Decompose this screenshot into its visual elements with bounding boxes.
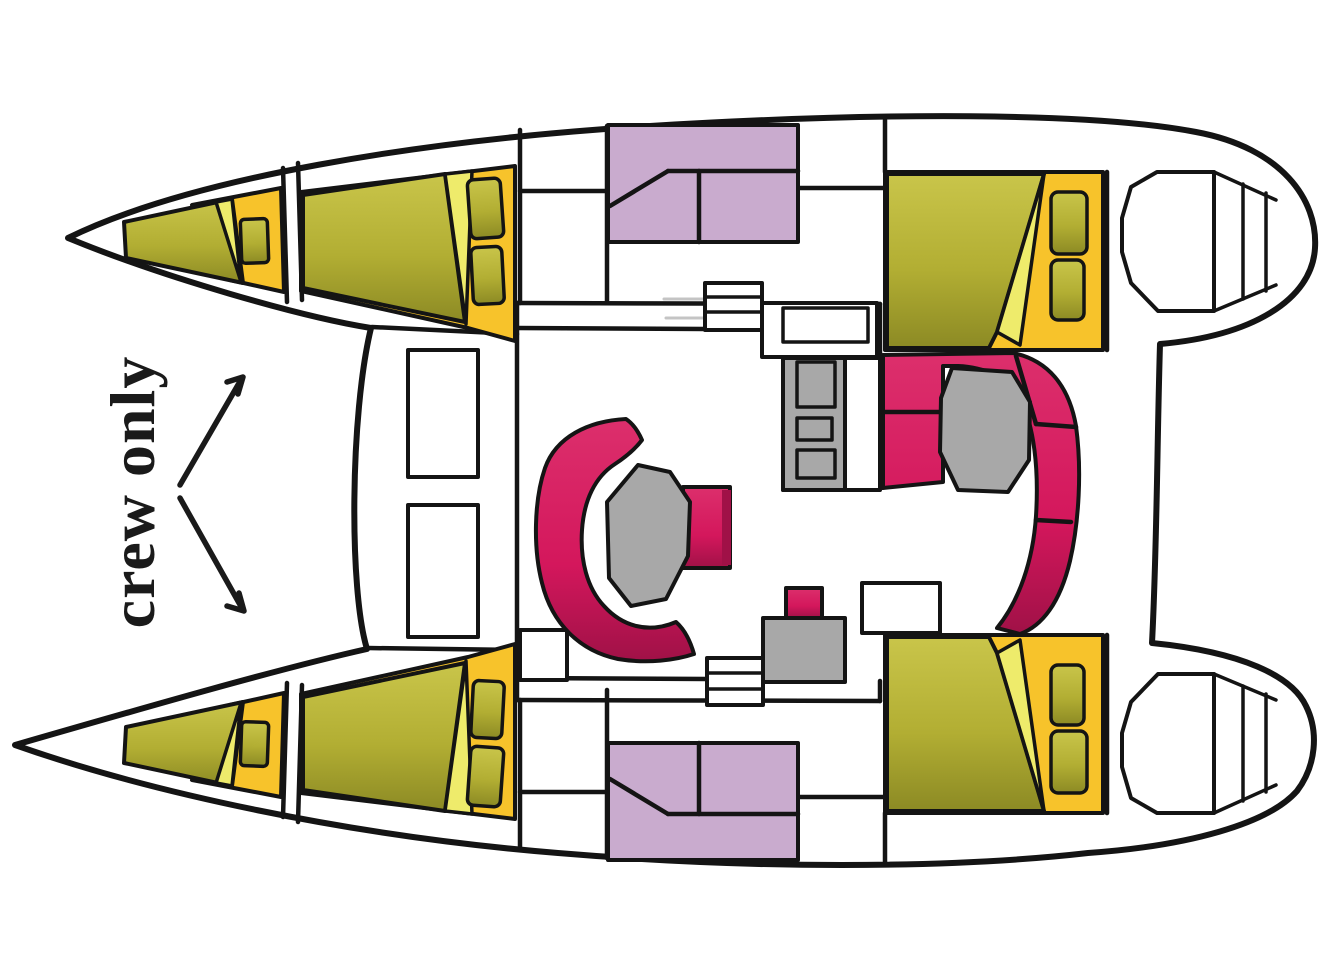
saloon-lounge: [533, 417, 732, 664]
galley-stove: [795, 416, 834, 442]
bow-bulkhead: [280, 165, 290, 305]
foredeck-hatch-lower: [406, 503, 480, 639]
pillow: [1049, 729, 1089, 795]
pillow: [469, 244, 506, 307]
pillow: [465, 744, 506, 809]
crew-only-annotation: crew only: [97, 356, 247, 629]
aft-cabin-lower: [883, 633, 1105, 815]
forward-cabin-upper: [299, 164, 517, 343]
ottoman-shade: [722, 490, 731, 565]
crew-only-label: crew only: [97, 356, 168, 629]
arrowhead-icon: [224, 374, 246, 397]
berth-divider: [607, 168, 671, 209]
dinette-table: [938, 366, 1032, 494]
crew-bed-mattress: [122, 700, 245, 788]
galley-locker: [795, 448, 837, 480]
mid-berth-upper-mattress: [606, 123, 800, 244]
storage-box: [518, 628, 569, 682]
mid-berth-lower: [606, 740, 801, 862]
pillow: [465, 176, 506, 241]
foredeck-hatch-upper: [406, 348, 480, 479]
crew-cabin-lower: [122, 691, 286, 799]
helm-platform-lower: [1120, 672, 1216, 815]
transom-steps-upper: [1120, 170, 1278, 313]
galley-sink: [795, 360, 837, 409]
blanket-fold: [443, 659, 474, 816]
cockpit-dinette: [880, 351, 1082, 636]
helm-platform-upper: [1120, 170, 1216, 313]
pillow: [469, 678, 506, 741]
blanket-fold: [995, 172, 1046, 347]
crew-pillow: [238, 719, 271, 769]
galley-counter: [760, 301, 879, 359]
mid-berth-upper: [606, 123, 801, 245]
steps-outline: [703, 281, 764, 332]
nav-seat: [784, 586, 824, 620]
saloon-table: [605, 463, 692, 608]
berth-divider: [607, 776, 671, 817]
transom-steps-lower: [1120, 672, 1278, 815]
bench-divider: [1033, 517, 1074, 525]
crew-pillow: [238, 216, 271, 266]
pillow: [1049, 663, 1086, 727]
crew-cabin-upper: [122, 186, 286, 294]
saloon-bottom-wall: [514, 697, 883, 704]
bow-bulkhead: [280, 680, 290, 820]
counter-inset: [781, 306, 870, 344]
saloon-sofa: [533, 417, 696, 664]
blanket-fold: [995, 638, 1046, 813]
blanket-fold: [214, 701, 243, 788]
blanket-fold: [443, 169, 474, 326]
arrowhead-icon: [224, 590, 247, 614]
pillow: [1049, 190, 1089, 256]
crew-bed-mattress: [122, 197, 245, 285]
chart-table: [761, 616, 847, 684]
arrow-to-upper-crew-cabin: [177, 375, 245, 488]
aft-cabin-upper: [883, 170, 1105, 352]
companionway-steps-lower: [705, 656, 765, 707]
forward-cabin-lower: [299, 642, 517, 821]
aft-counter: [860, 581, 942, 635]
steps-outline: [705, 656, 765, 707]
arrow-to-lower-crew-cabin: [177, 495, 246, 613]
pillow: [1049, 258, 1086, 322]
bench-divider: [1033, 421, 1079, 430]
bench-divider: [1013, 353, 1039, 427]
saloon-top-wall-inner: [514, 325, 708, 332]
companionway-steps-upper: [703, 281, 764, 332]
galley: [781, 356, 882, 492]
mid-berth-lower-mattress: [606, 741, 800, 862]
blanket-fold: [214, 197, 243, 284]
